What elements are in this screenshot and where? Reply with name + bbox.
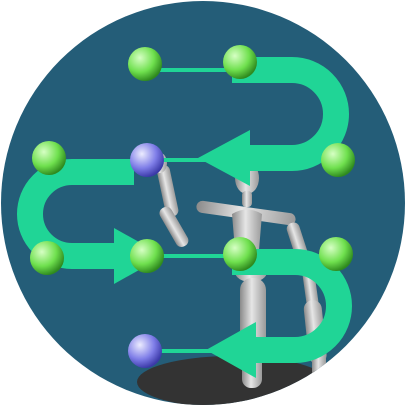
figure-neck bbox=[242, 191, 252, 207]
node-row3-mid bbox=[130, 239, 164, 273]
node-row4-left bbox=[128, 334, 162, 368]
node-row1-mid bbox=[223, 45, 257, 79]
arrowhead-row2 bbox=[198, 130, 250, 186]
figure-forearm-left bbox=[159, 206, 189, 247]
node-row3-left bbox=[30, 241, 64, 275]
node-layer bbox=[30, 45, 355, 368]
node-row3-right bbox=[319, 237, 353, 271]
node-row1-left bbox=[128, 47, 162, 81]
figure-upper-arm-left bbox=[157, 165, 179, 217]
arrowhead-row4 bbox=[206, 322, 256, 378]
node-row3-mid2 bbox=[223, 237, 257, 271]
serpentine-arrow-icon bbox=[17, 57, 352, 378]
node-row2-right bbox=[321, 143, 355, 177]
node-row2-mid bbox=[130, 143, 164, 177]
node-row2-left bbox=[32, 141, 66, 175]
